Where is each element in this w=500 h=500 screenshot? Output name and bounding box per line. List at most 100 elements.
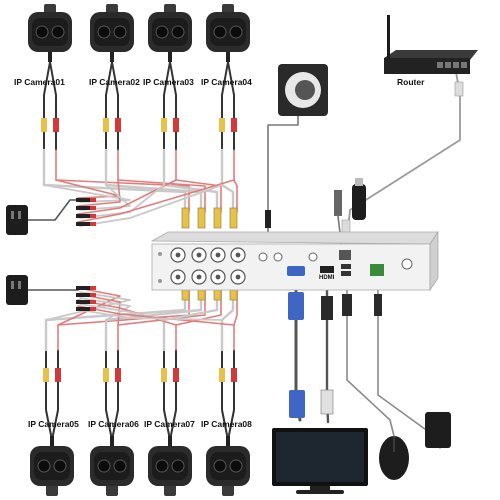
camera-faceplate-icon	[210, 18, 246, 46]
bnc-pin-icon	[175, 274, 181, 280]
camera-bottom-7	[148, 436, 192, 496]
camera-cable-icon	[110, 52, 114, 62]
camera-lens-icon	[113, 25, 127, 39]
video-cable	[79, 184, 165, 219]
camera-cable-icon	[168, 52, 172, 62]
dc-connector-icon	[90, 293, 96, 297]
bnc-pin-icon	[215, 274, 221, 280]
hdmi-plug-icon	[320, 389, 334, 415]
camera-top-1	[28, 4, 72, 62]
siamese-cable-top-1	[42, 148, 190, 217]
usb-drive-icon	[352, 184, 366, 220]
dc-connector-icon	[115, 368, 121, 382]
power-cable	[77, 179, 235, 223]
siamese-cable-top-2	[77, 148, 206, 217]
camera-label-01: IP Camera01	[14, 77, 65, 87]
dc-connector-icon	[90, 206, 96, 210]
camera-faceplate-icon	[94, 18, 130, 46]
hdmi-plug-icon	[321, 296, 333, 320]
bnc-plug-top-4	[229, 207, 238, 229]
dc-connector-icon	[173, 118, 179, 132]
monitor-neck-icon	[310, 486, 330, 490]
plug-prong-icon	[18, 281, 21, 289]
screw-icon	[158, 279, 162, 283]
camera-lens-icon	[213, 459, 227, 473]
camera-pigtail-bottom-8	[219, 349, 237, 441]
power-cable	[55, 149, 190, 213]
usb-plug-icon	[355, 178, 363, 186]
hdmi-port-label: HDMI	[319, 275, 335, 281]
power-cable	[117, 149, 206, 213]
camera-bottom-8	[206, 436, 250, 496]
video-cable	[162, 148, 219, 217]
rs485-terminal-icon	[370, 264, 384, 276]
bnc-connector-icon	[161, 118, 167, 132]
dc-in-port-icon	[401, 258, 413, 270]
bnc-connector-icon	[43, 368, 49, 382]
hdmi-port-icon	[320, 266, 334, 273]
camera-label-03: IP Camera03	[143, 77, 194, 87]
bnc-connector-icon	[41, 118, 47, 132]
power-cable	[57, 289, 190, 351]
bnc-connector-icon	[219, 368, 225, 382]
camera-lens-icon	[97, 459, 111, 473]
camera-lens-icon	[155, 459, 169, 473]
camera-faceplate-icon	[210, 452, 246, 480]
bnc-pin-icon	[196, 252, 202, 258]
camera-top-3	[148, 4, 192, 62]
usb-port-icon	[341, 264, 351, 269]
plug-prong-icon	[11, 211, 14, 219]
speaker	[278, 64, 328, 116]
camera-label-06: IP Camera06	[88, 419, 139, 429]
bnc-plug-top-3	[213, 207, 222, 229]
antenna-icon	[387, 15, 390, 59]
bnc-pin-icon	[196, 274, 202, 280]
camera-cable-icon	[50, 436, 54, 446]
camera-label-07: IP Camera07	[144, 419, 195, 429]
vga-plug-icon	[289, 390, 305, 418]
camera-cable-icon	[168, 436, 172, 446]
bnc-pin-icon	[175, 252, 181, 258]
power-cable	[233, 289, 238, 351]
adapter-cable-top	[27, 199, 79, 221]
plug-prong-icon	[11, 281, 14, 289]
camera-pigtail-bottom-7	[161, 349, 179, 441]
camera-pigtail-top-2	[103, 61, 121, 151]
camera-top-4	[206, 4, 250, 62]
video-cable	[42, 148, 187, 217]
bnc-pin-icon	[235, 252, 241, 258]
dc-connector-icon	[173, 368, 179, 382]
router-label: Router	[397, 77, 425, 87]
camera-pigtail-top-3	[161, 61, 179, 151]
dvr-recorder	[150, 230, 439, 292]
dc-connector-icon	[115, 118, 121, 132]
power-splitter-top-2	[76, 214, 90, 218]
audio-cable	[267, 115, 299, 241]
dvr-side-icon	[429, 230, 439, 292]
camera-lens-icon	[37, 459, 51, 473]
dvr-power-adapter	[425, 412, 451, 448]
camera-faceplate-icon	[32, 18, 68, 46]
dc-connector-icon	[231, 368, 237, 382]
camera-lens-icon	[171, 25, 185, 39]
audio-port-1	[273, 252, 283, 262]
usb-mouse	[379, 436, 409, 480]
camera-lens-icon	[213, 25, 227, 39]
power-splitter-top-0	[76, 198, 90, 202]
bnc-plug-top-1	[181, 207, 190, 229]
power-cable	[233, 149, 238, 213]
power-splitter-bottom-0	[76, 286, 90, 290]
camera-bottom-5	[30, 436, 74, 496]
camera-faceplate-icon	[152, 452, 188, 480]
bnc-connector-icon	[103, 368, 109, 382]
screw-icon	[158, 252, 162, 256]
camera-lens-icon	[229, 25, 243, 39]
camera-cable-icon	[226, 52, 230, 62]
video-cable	[220, 148, 235, 217]
dc-connector-icon	[90, 198, 96, 202]
power-splitter-top-1	[76, 206, 90, 210]
camera-lens-icon	[113, 459, 127, 473]
camera-lens-icon	[51, 25, 65, 39]
